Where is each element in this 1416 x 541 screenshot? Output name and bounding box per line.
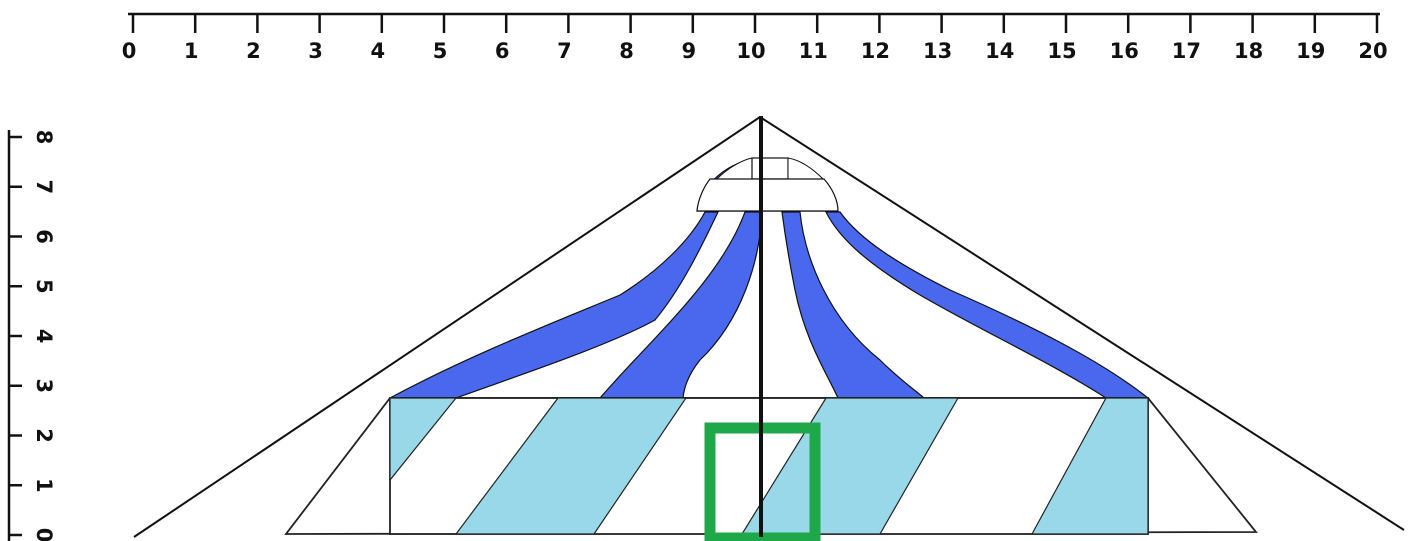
roof-stripe-left-inner bbox=[598, 211, 763, 399]
h-ruler-label-6: 6 bbox=[495, 39, 510, 63]
v-ruler-label-5: 5 bbox=[32, 279, 56, 294]
v-ruler-label-7: 7 bbox=[32, 179, 56, 194]
h-ruler-label-4: 4 bbox=[370, 39, 385, 63]
tent-wall bbox=[284, 397, 1258, 541]
left-guy-line bbox=[133, 116, 761, 538]
v-ruler-label-2: 2 bbox=[32, 428, 56, 443]
tent-outline bbox=[133, 116, 1405, 538]
cupola-dome-stripe-right bbox=[787, 157, 825, 180]
h-ruler-label-8: 8 bbox=[619, 39, 634, 63]
v-ruler-label-0: 0 bbox=[32, 528, 56, 541]
h-ruler-label-7: 7 bbox=[557, 39, 572, 63]
cupola-dome-stripe-left bbox=[715, 157, 753, 180]
wall-stripe-1 bbox=[389, 397, 458, 482]
h-ruler-label-2: 2 bbox=[246, 39, 261, 63]
h-ruler-label-3: 3 bbox=[308, 39, 323, 63]
wall-stripe-2 bbox=[454, 397, 688, 535]
v-ruler-label-1: 1 bbox=[32, 478, 56, 493]
h-ruler-label-14: 14 bbox=[985, 39, 1014, 63]
h-ruler-label-18: 18 bbox=[1234, 39, 1263, 63]
roof-stripe-left-outer bbox=[389, 211, 719, 399]
right-guy-line bbox=[759, 116, 1405, 531]
v-ruler-label-8: 8 bbox=[32, 130, 56, 145]
h-ruler-label-1: 1 bbox=[184, 39, 199, 63]
h-ruler-label-15: 15 bbox=[1047, 39, 1076, 63]
cupola-top-window bbox=[751, 157, 789, 180]
wall-stripe-3 bbox=[740, 397, 960, 535]
v-ruler-label-3: 3 bbox=[32, 378, 56, 393]
h-ruler-label-16: 16 bbox=[1110, 39, 1139, 63]
h-ruler-label-5: 5 bbox=[433, 39, 448, 63]
v-ruler-label-6: 6 bbox=[32, 229, 56, 244]
h-ruler-label-12: 12 bbox=[861, 39, 890, 63]
tent-roof bbox=[389, 157, 1150, 399]
wall-stripe-4 bbox=[1030, 397, 1149, 535]
h-ruler-label-20: 20 bbox=[1358, 39, 1387, 63]
h-ruler-label-0: 0 bbox=[122, 39, 137, 63]
v-ruler-label-4: 4 bbox=[32, 329, 56, 344]
vertical-ruler: 0 1 2 3 4 5 6 7 8 bbox=[7, 130, 56, 541]
h-ruler-label-19: 19 bbox=[1296, 39, 1325, 63]
h-ruler-label-11: 11 bbox=[799, 39, 828, 63]
h-ruler-label-13: 13 bbox=[923, 39, 952, 63]
h-ruler-label-9: 9 bbox=[681, 39, 696, 63]
h-ruler-label-17: 17 bbox=[1172, 39, 1201, 63]
h-ruler-label-10: 10 bbox=[736, 39, 765, 63]
cupola-band bbox=[696, 178, 839, 212]
